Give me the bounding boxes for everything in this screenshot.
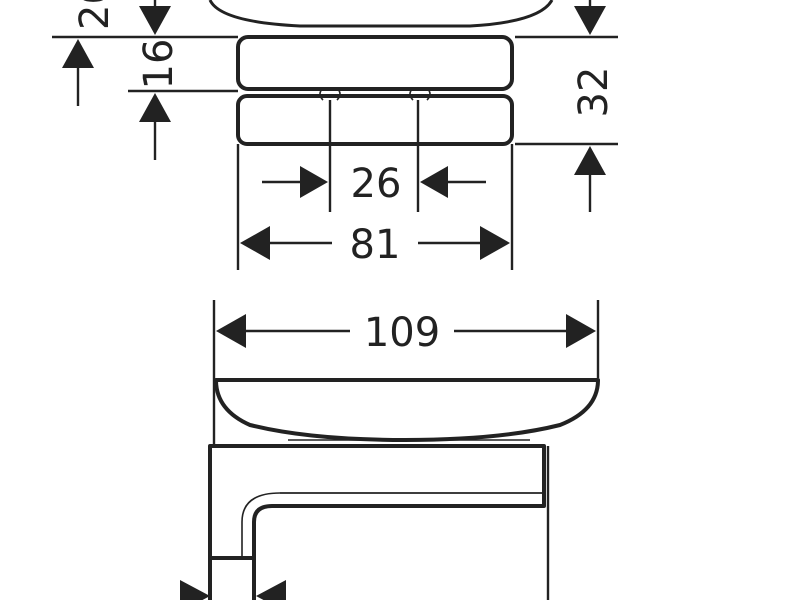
dim-109-label: 109 [364,310,440,356]
mounting-hole-left [319,87,341,101]
dim-20-label: 20 [72,0,118,30]
dim-16-arrow-bottom [139,93,171,122]
front-view: 109 [180,300,600,600]
holder-arm [208,444,546,560]
dim-81-arrow-right [480,226,510,260]
dim-16-arrow-top [139,6,171,35]
holder-arm-inner-bend [241,492,544,558]
dim-81-arrow-left [240,226,270,260]
dim-32-arrow-top [574,6,606,35]
dim-20-arrow [62,39,94,68]
bracket-plate-upper [236,35,514,91]
dish-rim-arc [208,0,554,28]
dim-26-arrow-left [300,166,328,198]
dim-26-label: 26 [351,161,402,207]
dim-32-arrow-bottom [574,146,606,175]
dim-109-arrow-left [216,314,246,348]
top-view: 20 16 32 26 81 [52,0,618,270]
dim-26-arrow-right [420,166,448,198]
dim-81-label: 81 [350,222,401,268]
dim-109-arrow-right [566,314,596,348]
bracket-plate-lower [236,94,514,146]
dim-32-label: 32 [571,67,617,118]
soap-dish-bowl [214,378,600,442]
dim-16-label: 16 [136,39,182,90]
bottom-dim-arrow-right [256,580,286,600]
mounting-hole-right [409,87,431,101]
wall-mount-column [208,556,256,600]
bottom-dim-arrow-left [180,580,210,600]
